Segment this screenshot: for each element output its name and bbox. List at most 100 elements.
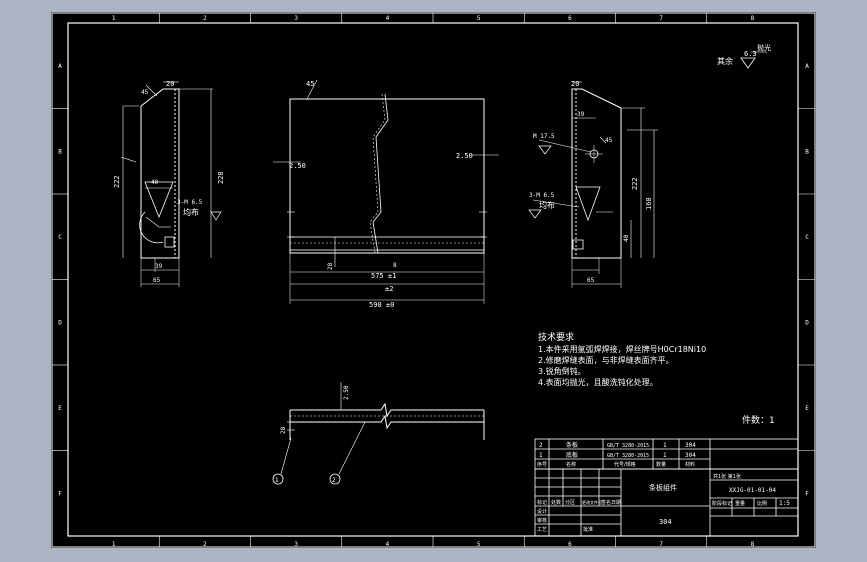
scale-label: 比例 xyxy=(757,500,767,507)
material-code: 304 xyxy=(659,518,672,526)
section-dim-height: 28 xyxy=(280,426,287,434)
top-dim-strip: 28 xyxy=(327,262,334,270)
zone-column-label: 4 xyxy=(386,15,390,22)
front-dim-bottom-outer: 65 xyxy=(153,277,161,284)
top-view-break-hidden xyxy=(369,93,386,254)
side-dim-40: 40 xyxy=(623,234,630,242)
front-dim-inner: 40 xyxy=(151,179,159,186)
balloon-1 xyxy=(272,473,284,485)
zone-row-label: E xyxy=(805,405,809,412)
technical-requirements: 技术要求 1.本件采用氩弧焊焊接，焊丝牌号H0Cr18Ni10 2.修磨焊缝表面… xyxy=(538,331,706,387)
title-block-text: 条板组件 304 XXJG-01-01-04 共1张 第1张 阶段标记 重量 比… xyxy=(537,473,790,533)
zone-row-label: A xyxy=(58,63,62,70)
role-zone: 分区 xyxy=(565,499,575,506)
bom-header-spec: 代号/规格 xyxy=(614,461,636,468)
section-top-edge xyxy=(290,402,484,418)
zone-row-label: B xyxy=(58,148,62,155)
zone-column-label: 5 xyxy=(477,541,481,548)
front-dim-top: 20 xyxy=(166,80,174,88)
balloon-2 xyxy=(329,473,341,485)
staff-process: 工艺 xyxy=(537,527,547,533)
side-view xyxy=(528,81,658,288)
top-dim-left: 2.50 xyxy=(289,162,306,170)
zone-row-label: A xyxy=(805,63,809,70)
zone-column-label: 6 xyxy=(568,541,572,548)
zone-column-label: 8 xyxy=(751,15,755,22)
role-signature: 签名 xyxy=(601,499,611,506)
side-weld-note: 3-M 6.5 xyxy=(529,192,555,199)
staff-approve: 批准 xyxy=(583,526,593,533)
zone-column-label: 5 xyxy=(477,15,481,22)
top-dim-right: 2.50 xyxy=(456,152,473,160)
tech-req-title: 技术要求 xyxy=(538,331,574,343)
bom-row-qty: 1 xyxy=(663,442,667,449)
scale-value: 1:5 xyxy=(779,500,790,507)
bom-header-material: 材料 xyxy=(685,461,695,468)
section-bottom-edge xyxy=(290,414,484,430)
side-hole-note: M 17.5 xyxy=(533,133,555,140)
sheet-info: 共1张 第1张 xyxy=(713,473,741,480)
top-view xyxy=(273,79,499,304)
role-mark: 标记 xyxy=(537,499,547,506)
front-view-outline xyxy=(140,88,180,259)
top-dim-575: 575 ±1 xyxy=(371,272,396,280)
top-dim-590: 590 ±0 xyxy=(369,301,394,309)
role-date: 日期 xyxy=(611,500,621,506)
front-weld-label: 均布 xyxy=(183,207,199,217)
side-dim-top: 20 xyxy=(571,80,579,88)
front-dim-height-right: 228 xyxy=(217,171,225,184)
top-dim-mark: 8 xyxy=(393,262,397,269)
front-dim-chamfer: 45 xyxy=(141,89,149,96)
side-view-outline xyxy=(571,88,622,259)
top-dim-chamfer: 45 xyxy=(306,80,314,88)
title-block xyxy=(534,438,799,537)
zone-column-label: 1 xyxy=(112,541,116,548)
staff-design: 设计 xyxy=(537,508,547,515)
side-dim-inner-top: 39 xyxy=(577,111,585,118)
roughness-label: 其余 xyxy=(717,56,733,66)
zone-row-label: C xyxy=(58,234,62,241)
zone-row-label: D xyxy=(58,319,62,326)
top-dim-tol: ±2 xyxy=(385,285,393,293)
piece-count: 件数：1 xyxy=(742,414,775,426)
zone-column-label: 2 xyxy=(203,541,207,548)
roughness-symbol-icon xyxy=(740,57,756,69)
front-view-arc xyxy=(139,211,164,244)
bom-header-qty: 数量 xyxy=(656,461,666,468)
side-weld-label: 均布 xyxy=(539,200,555,210)
front-view-dimensions: 20 222 228 40 39 65 45 3-M 6.5 均布 xyxy=(113,80,225,284)
side-dim-bottom: 65 xyxy=(587,277,595,284)
front-dim-height-left: 222 xyxy=(113,175,121,188)
role-count: 处数 xyxy=(551,499,561,506)
zone-row-label: F xyxy=(805,490,809,497)
zone-column-label: 4 xyxy=(386,541,390,548)
weight-label: 重量 xyxy=(735,500,745,507)
front-view xyxy=(120,81,222,287)
zone-row-label: B xyxy=(805,148,809,155)
front-view-slot xyxy=(164,236,175,248)
tech-req-item: 3.锐角倒钝。 xyxy=(538,366,586,376)
side-dim-chamfer: 45 xyxy=(605,137,613,144)
bom-row-no: 2 xyxy=(539,442,543,449)
bom-row-qty: 1 xyxy=(663,452,667,459)
front-weld-note: 3-M 6.5 xyxy=(177,199,203,206)
tech-req-item: 2.修磨焊缝表面，与非焊缝表面齐平。 xyxy=(538,355,674,365)
tech-req-item: 4.表面均抛光，且酸洗钝化处理。 xyxy=(538,377,658,387)
section-view xyxy=(272,382,485,485)
bom-row-no: 1 xyxy=(539,452,543,459)
bom-row-name: 条板 xyxy=(566,441,578,449)
bom-row-material: 304 xyxy=(685,442,696,449)
front-dim-bottom-inner: 39 xyxy=(155,263,163,270)
front-view-weld-wedge xyxy=(144,181,174,219)
drawing-number: XXJG-01-01-04 xyxy=(729,487,776,494)
bom-header-name: 名称 xyxy=(566,461,576,468)
stage-label: 阶段标记 xyxy=(712,500,732,507)
bom-row-spec: GB/T 3280-2015 xyxy=(607,443,649,449)
roughness-note: 其余 6.3 抛光 xyxy=(717,43,771,69)
zone-column-label: 7 xyxy=(659,15,663,22)
staff-review: 审核 xyxy=(537,517,547,524)
zone-column-label: 6 xyxy=(568,15,572,22)
zone-row-label: E xyxy=(58,405,62,412)
